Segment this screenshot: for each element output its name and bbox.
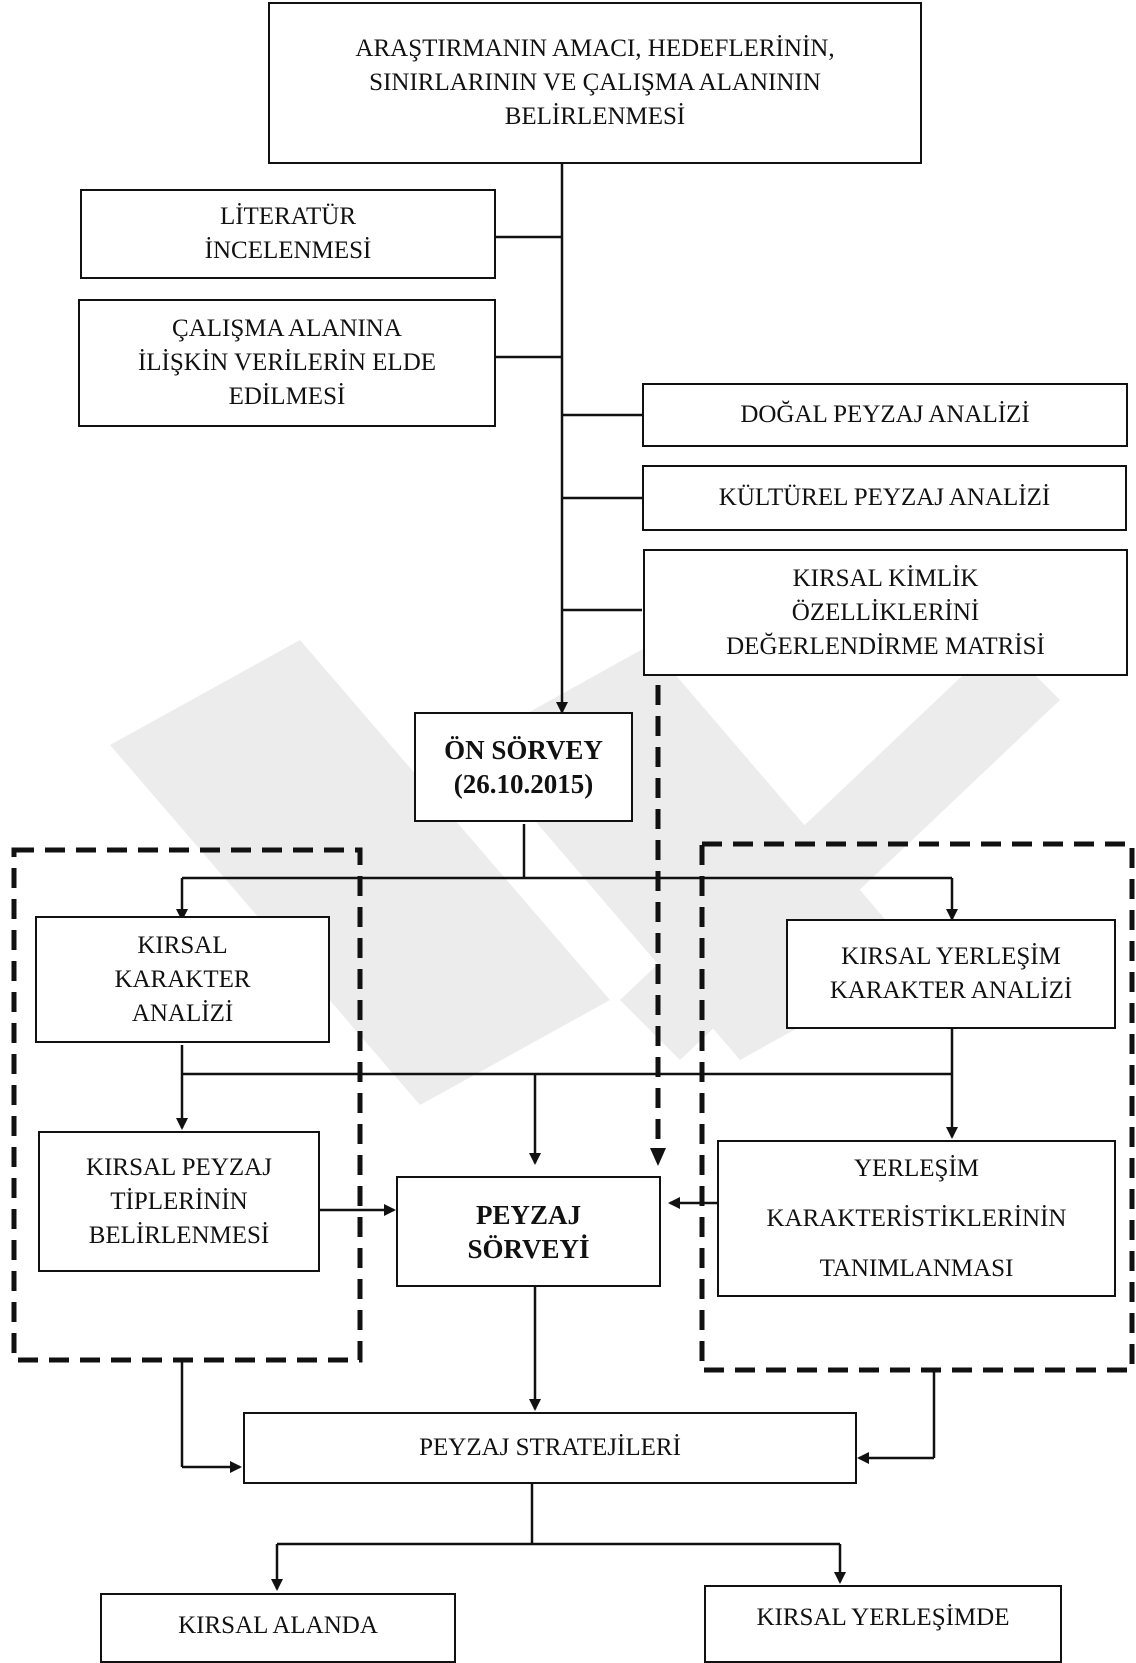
data-collection-box: ÇALIŞMA ALANINA İLİŞKİN VERİLERİN ELDE E… — [78, 299, 496, 427]
natural-landscape-label: DOĞAL PEYZAJ ANALİZİ — [740, 401, 1030, 428]
settlement-character-box: KIRSAL YERLEŞİM KARAKTER ANALİZİ — [786, 919, 1116, 1029]
rural-area-box: KIRSAL ALANDA — [100, 1593, 456, 1663]
pre-survey-label: ÖN SÖRVEY (26.10.2015) — [444, 735, 603, 799]
pre-survey-box: ÖN SÖRVEY (26.10.2015) — [414, 712, 633, 822]
natural-landscape-box: DOĞAL PEYZAJ ANALİZİ — [642, 383, 1128, 447]
rural-area-label: KIRSAL ALANDA — [178, 1612, 378, 1639]
data-collection-label: ÇALIŞMA ALANINA İLİŞKİN VERİLERİN ELDE E… — [137, 315, 437, 410]
rural-settlement-label: KIRSAL YERLEŞİMDE — [756, 1604, 1010, 1631]
rural-settlement-box: KIRSAL YERLEŞİMDE — [704, 1585, 1062, 1663]
rural-identity-label: KIRSAL KİMLİK ÖZELLİKLERİNİ DEĞERLENDİRM… — [726, 564, 1045, 660]
settlement-characteristics-label: YERLEŞİM KARAKTERİSTİKLERİNİN TANIMLANMA… — [766, 1154, 1067, 1282]
strategies-label: PEYZAJ STRATEJİLERİ — [419, 1434, 681, 1461]
aim-box: ARAŞTIRMANIN AMACI, HEDEFLERİNİN, SINIRL… — [268, 2, 922, 164]
rural-landscape-types-label: KIRSAL PEYZAJ TİPLERİNİN BELİRLENMESİ — [86, 1153, 272, 1249]
cultural-landscape-label: KÜLTÜREL PEYZAJ ANALİZİ — [718, 484, 1051, 511]
left-dashed-group — [11, 847, 363, 1363]
literature-label: LİTERATÜR İNCELENMESİ — [204, 203, 372, 264]
settlement-character-label: KIRSAL YERLEŞİM KARAKTER ANALİZİ — [829, 943, 1073, 1004]
strategies-box: PEYZAJ STRATEJİLERİ — [243, 1412, 857, 1484]
rural-character-label: KIRSAL KARAKTER ANALİZİ — [114, 931, 251, 1027]
right-dashed-group — [699, 841, 1135, 1373]
rural-identity-box: KIRSAL KİMLİK ÖZELLİKLERİNİ DEĞERLENDİRM… — [643, 549, 1128, 676]
literature-box: LİTERATÜR İNCELENMESİ — [80, 189, 496, 279]
cultural-landscape-box: KÜLTÜREL PEYZAJ ANALİZİ — [642, 465, 1127, 531]
rural-character-box: KIRSAL KARAKTER ANALİZİ — [35, 916, 330, 1043]
landscape-survey-label: PEYZAJ SÖRVEYİ — [467, 1199, 590, 1264]
landscape-survey-box: PEYZAJ SÖRVEYİ — [396, 1176, 661, 1287]
settlement-characteristics-box: YERLEŞİM KARAKTERİSTİKLERİNİN TANIMLANMA… — [717, 1140, 1116, 1297]
rural-landscape-types-box: KIRSAL PEYZAJ TİPLERİNİN BELİRLENMESİ — [38, 1131, 320, 1272]
aim-label: ARAŞTIRMANIN AMACI, HEDEFLERİNİN, SINIRL… — [355, 35, 835, 130]
